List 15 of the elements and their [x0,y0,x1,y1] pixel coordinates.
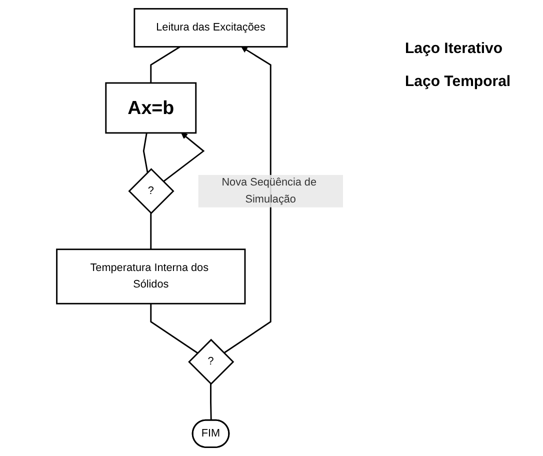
node-box: Temperatura Interna dos Sólidos [56,248,246,304]
connector [150,304,198,354]
connector [143,132,148,173]
connector [150,213,152,250]
connector [210,384,212,420]
node-box: Leitura das Excitações [134,8,288,48]
edge-label: Nova Seqüência de Simulação [222,176,317,205]
arrow [224,46,272,354]
loop-label: Laço Iterativo [405,40,503,57]
node-diamond: ? [128,168,174,214]
connector [150,46,181,83]
node-box: Ax=b [105,82,197,134]
node-diamond: ? [188,338,234,385]
loop-label: Laço Temporal [405,73,511,90]
arrow [163,132,205,182]
